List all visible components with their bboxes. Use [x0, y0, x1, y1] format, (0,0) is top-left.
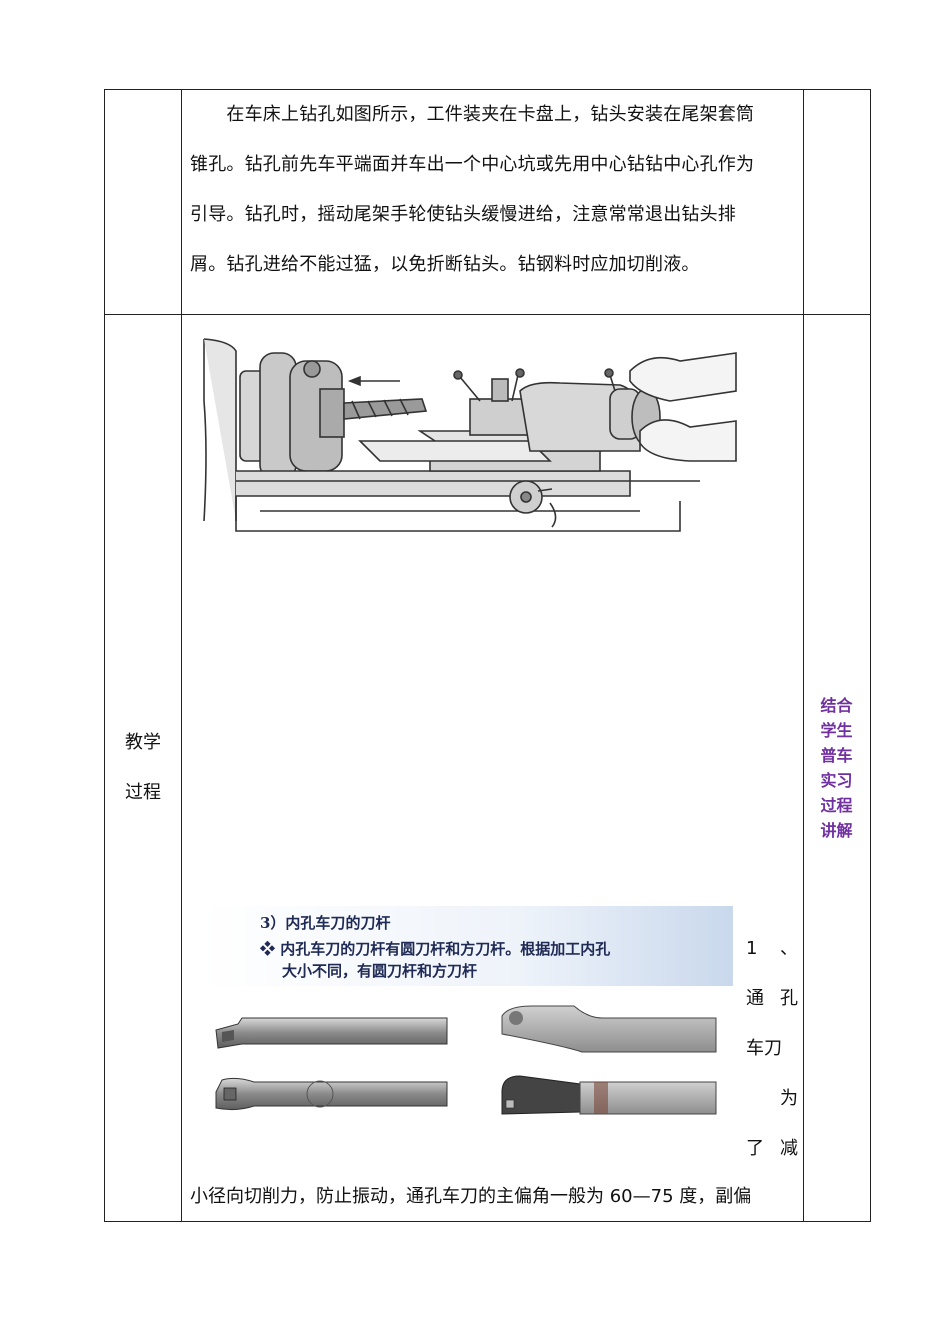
- row-divider: [105, 314, 870, 315]
- figure-bullet-line: ❖ 内孔车刀的刀杆有圆刀杆和方刀杆。根据加工内孔: [260, 940, 611, 958]
- boring-tool-figure: 3）内孔车刀的刀杆 ❖ 内孔车刀的刀杆有圆刀杆和方刀杆。根据加工内孔 大小不同，…: [202, 906, 733, 1136]
- paragraph-line: 锥孔。钻孔前先车平端面并车出一个中心坑或先用中心钻钻中心孔作为: [190, 154, 755, 175]
- lesson-table: [104, 89, 871, 1222]
- drilling-paragraph: 在车床上钻孔如图所示，工件装夹在卡盘上，钻头安装在尾架套筒 锥孔。钻孔前先车平端…: [190, 90, 796, 290]
- note-line: 学生: [820, 721, 853, 740]
- through-hole-tool-line: 小径向切削力，防止振动，通孔车刀的主偏角一般为 60—75 度，副偏: [190, 1186, 752, 1207]
- square-bar-tool-with-insert: [501, 1075, 717, 1115]
- side-text-line: 车刀: [746, 1038, 782, 1059]
- label-line: 教学: [125, 732, 161, 753]
- paragraph-line: 屑。钻孔进给不能过猛，以免折断钻头。钻钢料时应加切削液。: [190, 254, 700, 275]
- note-line: 讲解: [820, 821, 853, 840]
- side-text-line: 通孔: [746, 988, 798, 1009]
- teacher-note: 结合 学生 普车 实习 过程 讲解: [814, 693, 859, 843]
- column-divider-2: [803, 90, 804, 1221]
- side-text-line: 了减: [746, 1138, 798, 1159]
- side-text-line: 为: [780, 1088, 798, 1109]
- round-bar-tool: [215, 1017, 448, 1049]
- figure-title: 3）内孔车刀的刀杆: [260, 914, 391, 932]
- side-text-line: 1、: [746, 938, 798, 959]
- note-line: 过程: [820, 796, 853, 815]
- note-line: 实习: [820, 771, 853, 790]
- figure-bullet-line: 大小不同，有圆刀杆和方刀杆: [282, 962, 478, 980]
- round-bar-tool-with-insert: [215, 1077, 448, 1111]
- paragraph-line: 引导。钻孔时，摇动尾架手轮使钻头缓慢进给，注意常常退出钻头排: [190, 204, 736, 225]
- lathe-drilling-figure: [200, 331, 737, 546]
- column-divider-1: [181, 90, 182, 1221]
- label-line: 过程: [125, 782, 161, 803]
- square-bar-tool: [501, 1005, 717, 1053]
- teaching-process-label: 教学 过程: [105, 718, 181, 818]
- boring-tool-drawing: [202, 906, 733, 1136]
- paragraph-line: 在车床上钻孔如图所示，工件装夹在卡盘上，钻头安装在尾架套筒: [190, 104, 755, 125]
- note-line: 结合: [820, 696, 853, 715]
- wrapped-side-text: 1、 通孔 车刀 为 了减: [746, 924, 798, 1174]
- note-line: 普车: [820, 746, 853, 765]
